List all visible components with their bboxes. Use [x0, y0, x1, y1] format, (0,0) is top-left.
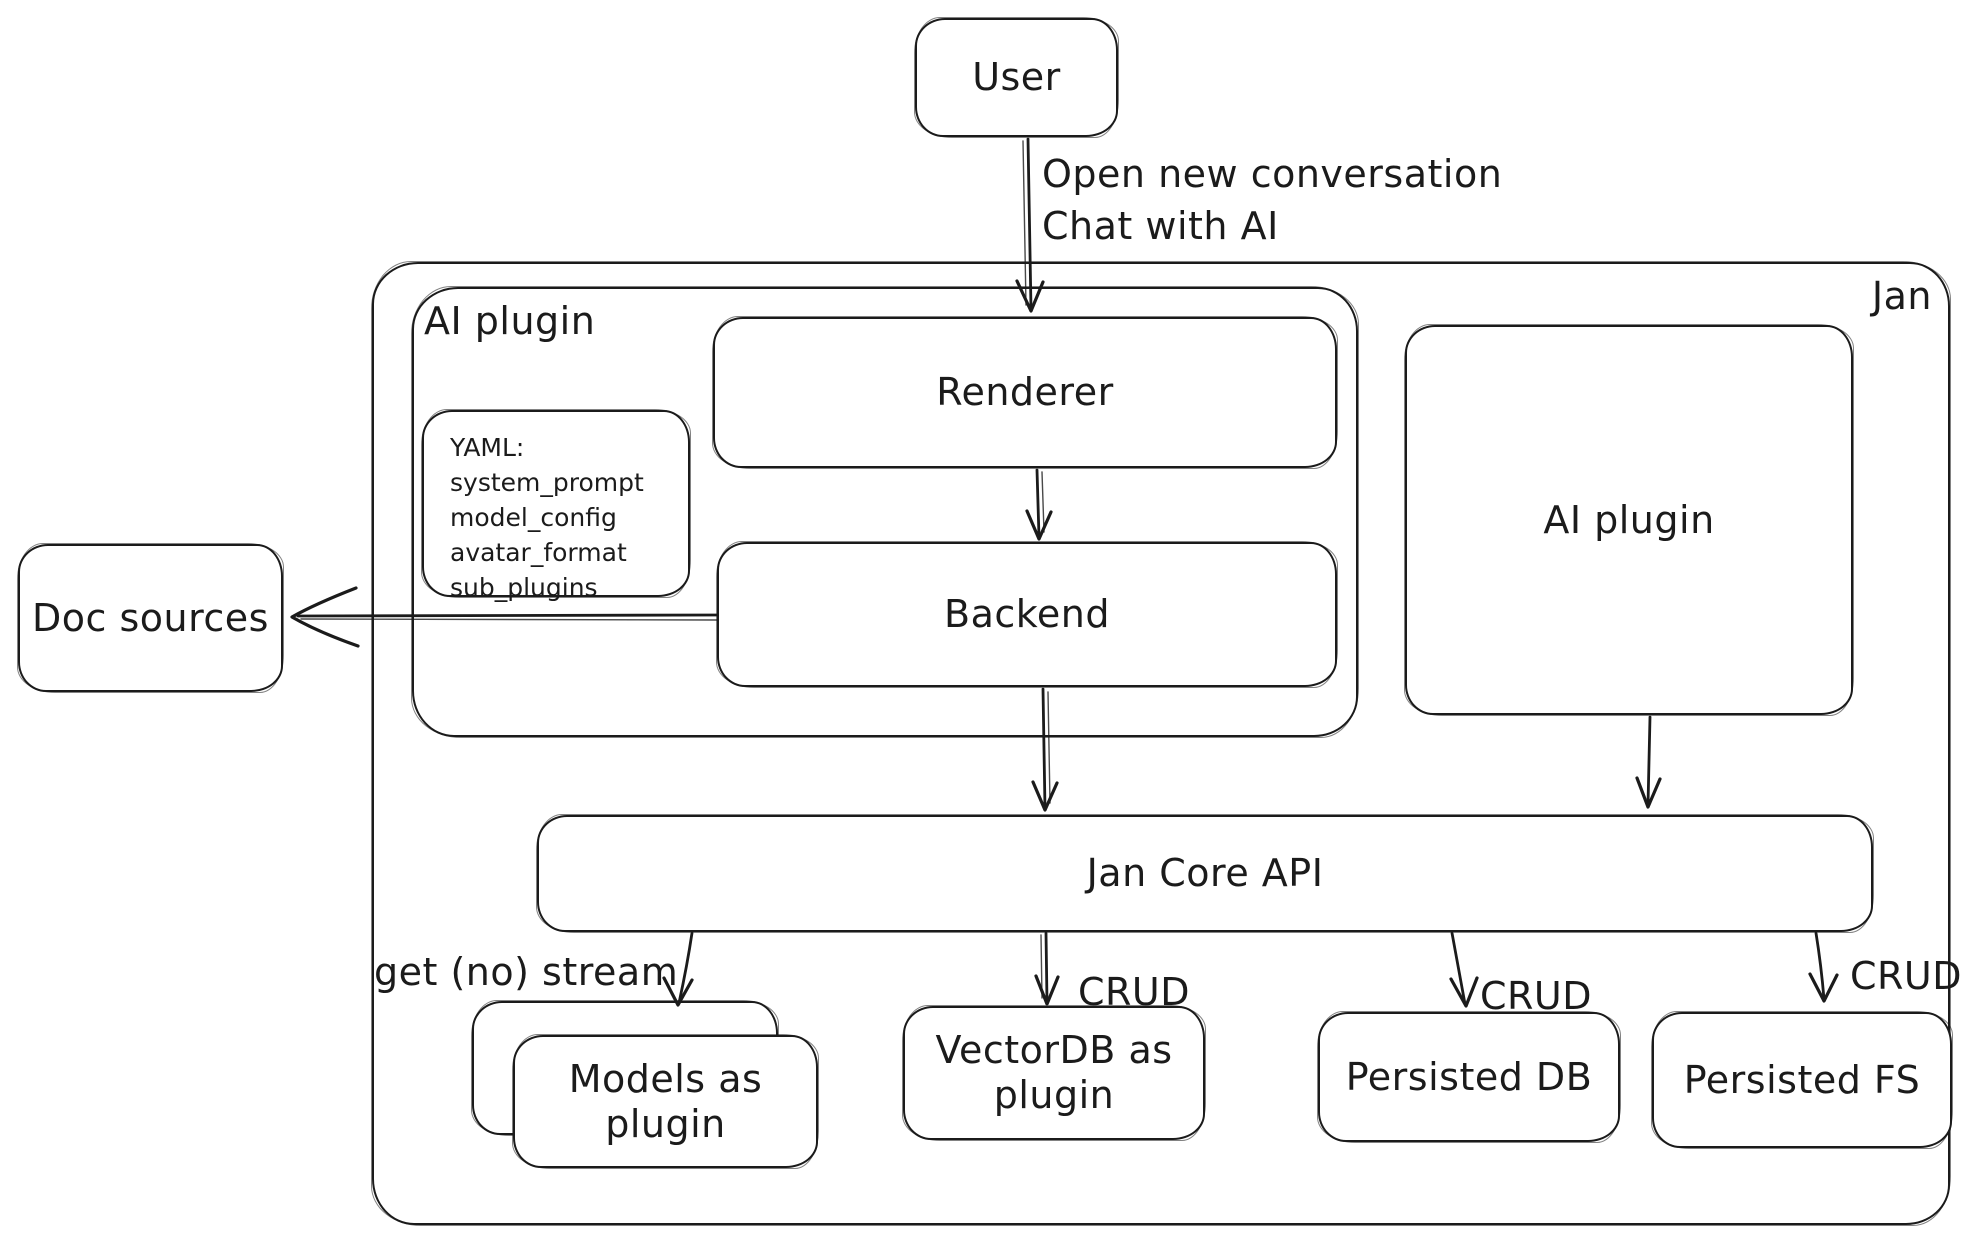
- renderer-node: Renderer: [712, 316, 1338, 469]
- edge-label-open-conversation: Open new conversation: [1042, 152, 1503, 196]
- yaml-note-line: avatar_format: [450, 538, 627, 567]
- jan-core-api-node: Jan Core API: [536, 814, 1874, 933]
- edge-label-crud-vectordb: CRUD: [1078, 970, 1191, 1014]
- jan-core-api-node-label: Jan Core API: [1086, 851, 1324, 896]
- yaml-note-line: system_prompt: [450, 468, 644, 497]
- models-plugin-line2: plugin: [605, 1101, 726, 1146]
- edge-label-user-to-renderer: Open new conversation Chat with AI: [1042, 148, 1502, 252]
- models-plugin-node: Models as plugin: [512, 1034, 819, 1169]
- vectordb-node: VectorDB as plugin: [902, 1005, 1206, 1141]
- models-plugin-line1: Models as: [568, 1056, 763, 1101]
- edge-label-crud-persisted-fs: CRUD: [1850, 954, 1963, 998]
- models-plugin-node-label: Models as plugin: [569, 1057, 763, 1147]
- vectordb-node-label: VectorDB as plugin: [935, 1028, 1172, 1118]
- doc-sources-node: Doc sources: [17, 543, 284, 693]
- ai-plugin-node: AI plugin: [1404, 324, 1854, 716]
- backend-node-label: Backend: [944, 592, 1110, 637]
- jan-container-label: Jan: [1871, 274, 1932, 318]
- ai-plugin-node-label: AI plugin: [1543, 497, 1715, 542]
- vectordb-line2: plugin: [993, 1073, 1115, 1117]
- persisted-db-node-label: Persisted DB: [1345, 1054, 1593, 1099]
- persisted-db-node: Persisted DB: [1317, 1011, 1621, 1143]
- yaml-note-line: model_config: [450, 503, 617, 532]
- yaml-note-line: sub_plugins: [450, 573, 598, 602]
- edge-label-get-no-stream: get (no) stream: [374, 950, 679, 994]
- vectordb-line1: VectorDB as: [935, 1028, 1173, 1073]
- user-node: User: [914, 17, 1119, 138]
- ai-plugin-group: AI plugin: [411, 286, 1359, 738]
- doc-sources-node-label: Doc sources: [32, 595, 269, 640]
- persisted-fs-node-label: Persisted FS: [1683, 1057, 1921, 1102]
- renderer-node-label: Renderer: [936, 370, 1114, 415]
- yaml-note-line: YAML:: [450, 433, 525, 462]
- user-node-label: User: [972, 55, 1061, 100]
- yaml-note: YAML: system_prompt model_config avatar_…: [421, 409, 691, 602]
- backend-node: Backend: [716, 541, 1338, 688]
- edge-label-crud-persisted-db: CRUD: [1480, 974, 1593, 1018]
- persisted-fs-node: Persisted FS: [1651, 1011, 1953, 1149]
- ai-plugin-group-label: AI plugin: [424, 299, 596, 343]
- edge-label-chat-with-ai: Chat with AI: [1042, 204, 1279, 248]
